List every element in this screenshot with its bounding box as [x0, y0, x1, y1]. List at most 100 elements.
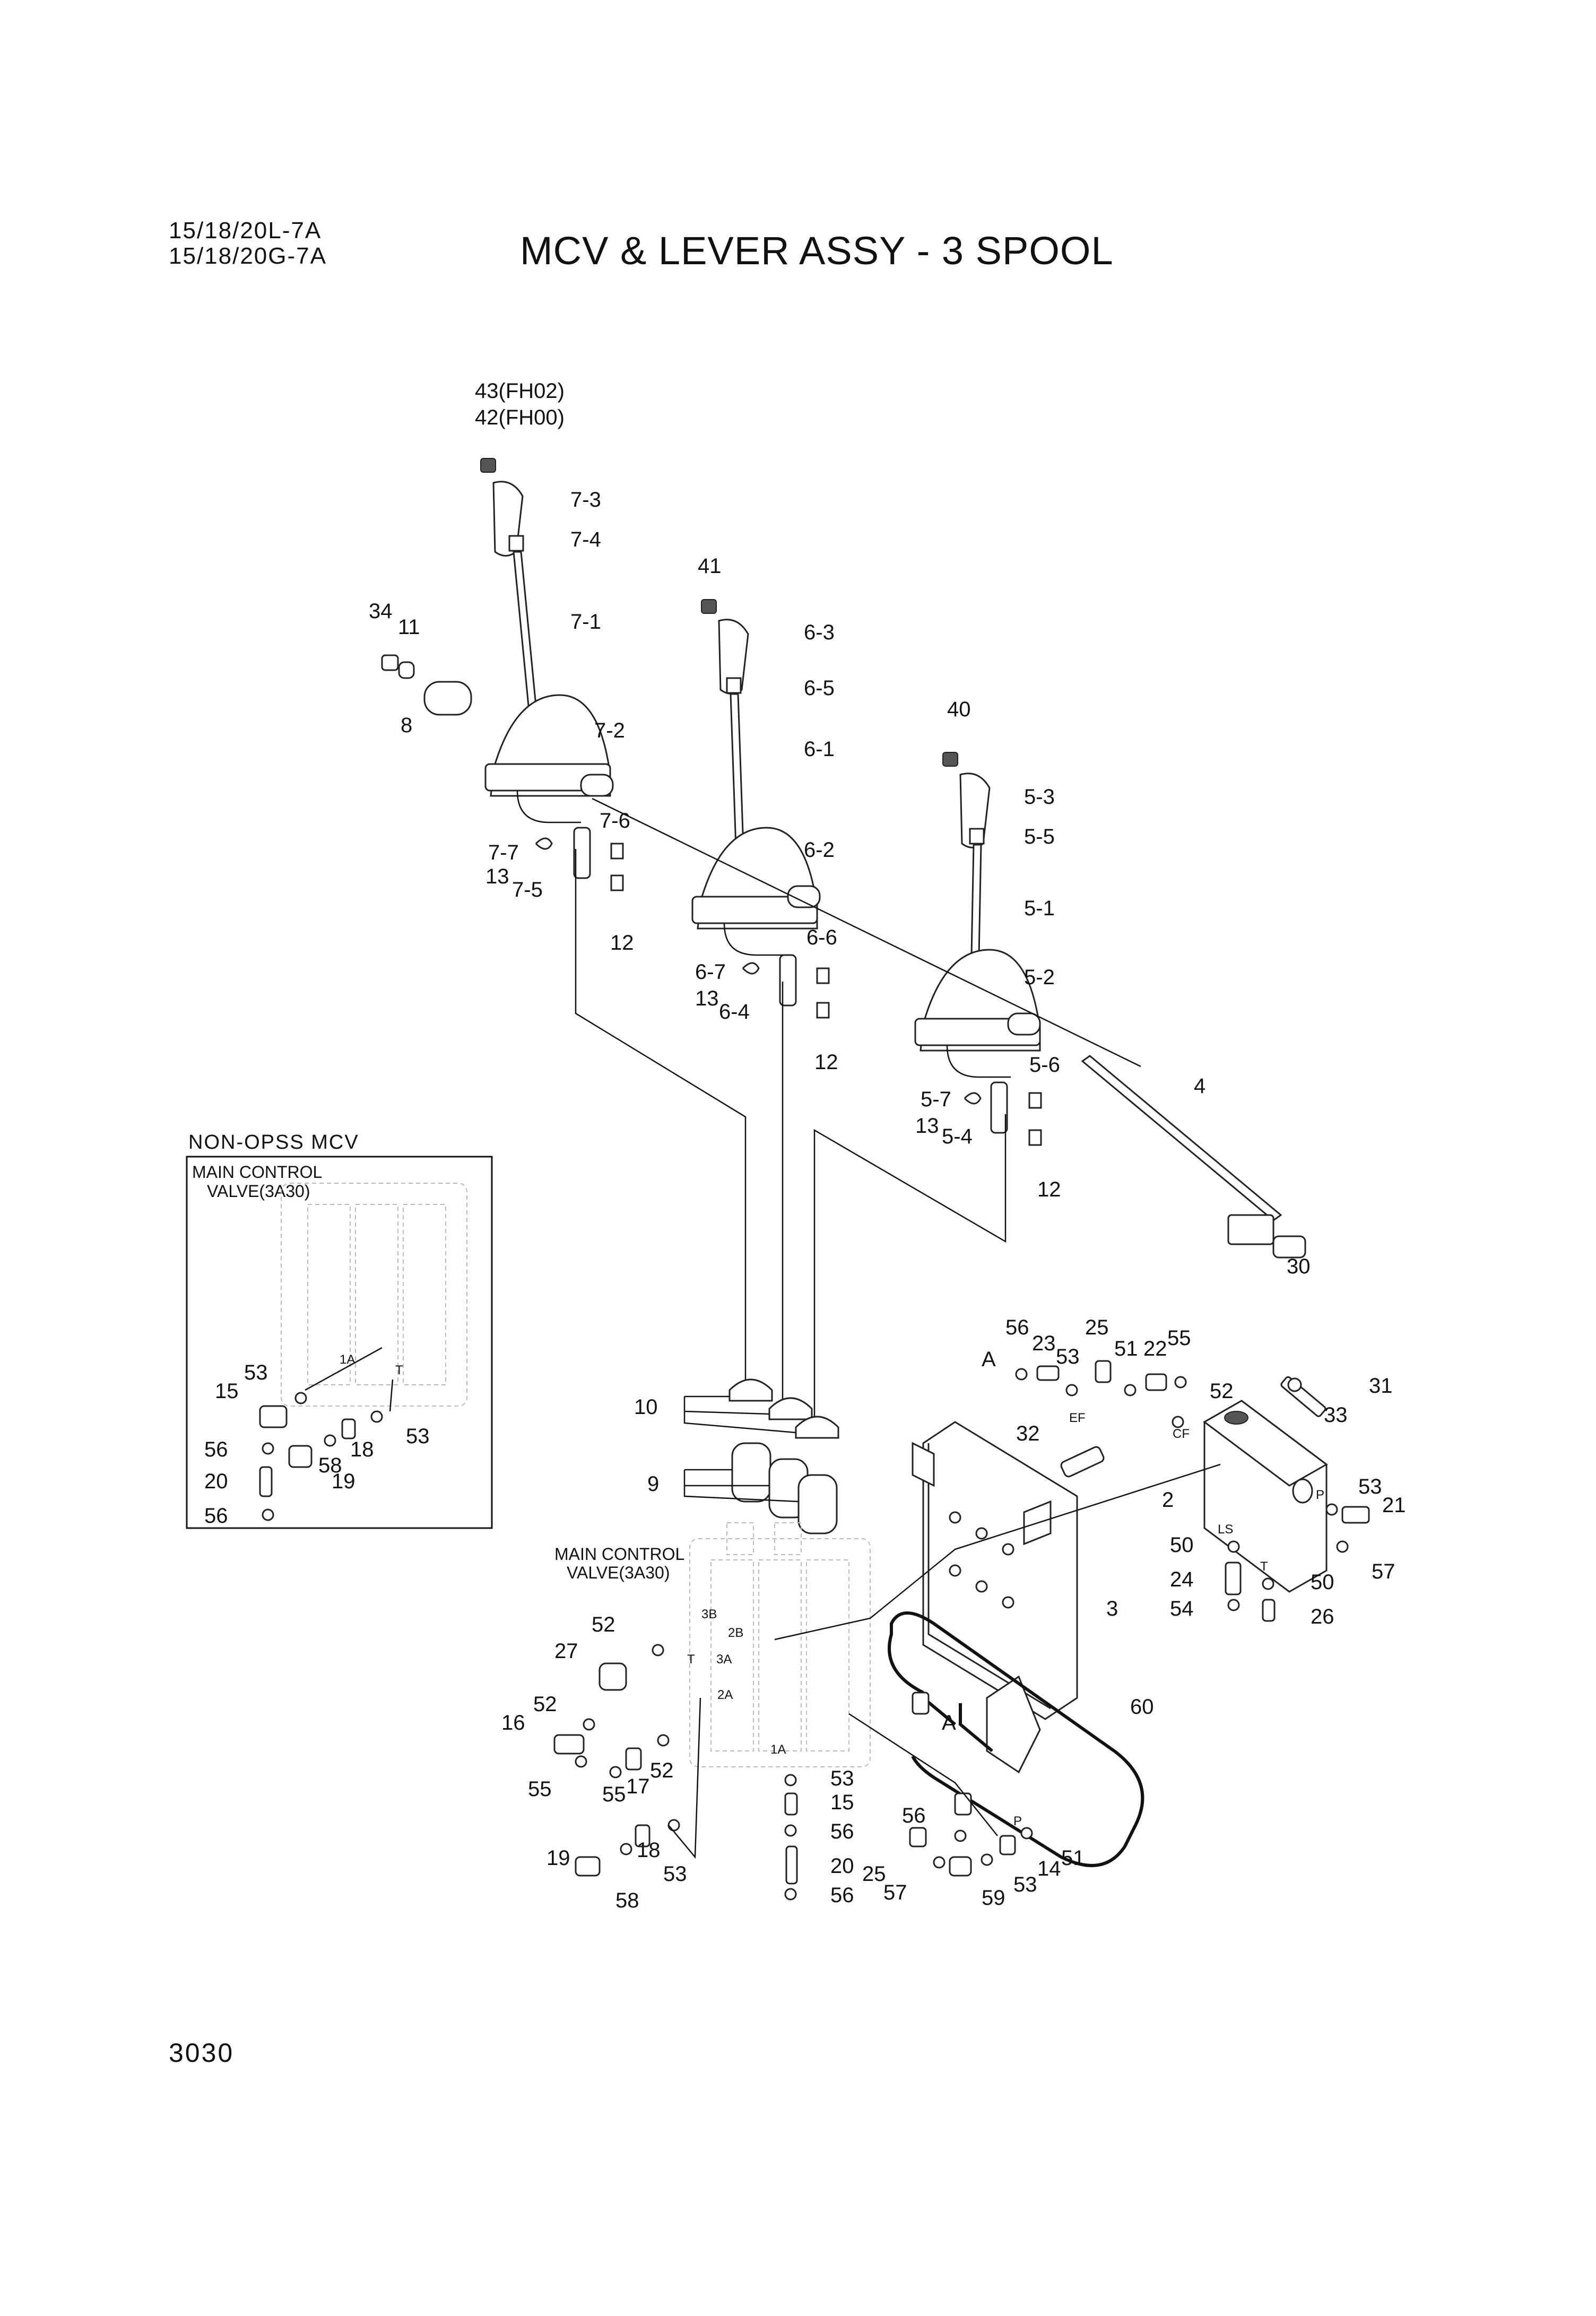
adapter-18	[635, 1824, 650, 1847]
inset-elbow-15	[259, 1405, 288, 1428]
inset-adapter-18	[341, 1418, 356, 1439]
adapter-17	[625, 1747, 642, 1771]
callout-51-b: 51	[1061, 1846, 1085, 1870]
bolt-31	[1280, 1376, 1326, 1417]
oring-57-a	[1336, 1540, 1349, 1553]
main-valve-label-1: MAIN CONTROL	[554, 1545, 684, 1564]
inset-callout-20: 20	[204, 1470, 228, 1493]
lever-joint-5	[1007, 1012, 1041, 1036]
leader-mcv-lower	[668, 1697, 701, 1859]
spool-seals-9	[731, 1442, 838, 1534]
callout-53-b: 53	[1358, 1475, 1382, 1498]
port-1a: 1A	[770, 1742, 786, 1757]
callout-7-3: 7-3	[570, 488, 601, 511]
inset-callout-15: 15	[215, 1380, 239, 1403]
lever-joint-6	[787, 885, 821, 908]
callout-22: 22	[1143, 1337, 1167, 1360]
model-line-1: 15/18/20L-7A	[169, 218, 322, 244]
callout-41: 41	[698, 554, 722, 578]
callout-6-7: 6-7	[695, 960, 726, 984]
tube-assembly-60-branch	[922, 1696, 993, 1753]
callout-53-a: 53	[1056, 1345, 1080, 1368]
callout-23: 23	[1032, 1332, 1056, 1355]
callout-6-3: 6-3	[804, 621, 835, 644]
callout-6-5: 6-5	[804, 676, 835, 700]
callout-13-a: 13	[485, 865, 509, 888]
page-number: 3030	[169, 2038, 235, 2068]
inset-callout-58: 58	[318, 1454, 342, 1477]
callout-32: 32	[1016, 1422, 1040, 1445]
callout-52-b: 52	[592, 1613, 615, 1636]
inset-callout-56-a: 56	[204, 1438, 228, 1461]
callout-5-7: 5-7	[921, 1088, 951, 1111]
oring-51-a	[1124, 1384, 1137, 1396]
callout-56-d: 56	[902, 1804, 926, 1827]
callout-25-b: 25	[862, 1862, 886, 1886]
main-control-valve-3a30	[689, 1522, 871, 1767]
fitting-25-b	[909, 1827, 927, 1847]
plug-27	[598, 1662, 627, 1691]
tube-assembly-60	[888, 1611, 1144, 1867]
oring-55-a	[1174, 1376, 1187, 1389]
main-valve-label-2: VALVE(3A30)	[567, 1563, 670, 1582]
callout-52-a: 52	[1210, 1380, 1234, 1403]
callout-30: 30	[1287, 1255, 1311, 1278]
callout-53-c: 53	[830, 1767, 854, 1790]
bolt-12-c	[1028, 1129, 1042, 1146]
inset-fitting-20	[259, 1466, 273, 1497]
elbow-59	[949, 1856, 972, 1877]
lever-base-6	[691, 896, 818, 924]
inset-callout-18: 18	[350, 1438, 374, 1461]
elbow-21	[1341, 1506, 1370, 1524]
guide-line-lever-5	[813, 1114, 1007, 1422]
callout-7-7: 7-7	[488, 841, 519, 864]
inset-frame	[186, 1156, 493, 1529]
inset-elbow-19	[288, 1445, 313, 1468]
callout-55-c: 55	[602, 1783, 626, 1806]
guide-line-lever-7	[575, 849, 747, 1380]
inset-title: NON-OPSS MCV	[188, 1131, 359, 1153]
callout-21: 21	[1382, 1494, 1406, 1517]
callout-33: 33	[1324, 1403, 1348, 1427]
callout-4: 4	[1194, 1074, 1205, 1098]
inset-callout-53-a: 53	[244, 1361, 268, 1384]
lever-bracket-5-4	[990, 1081, 1008, 1134]
callout-26: 26	[1311, 1605, 1334, 1628]
adapter-14	[999, 1835, 1016, 1855]
tube-fitting-b	[954, 1792, 972, 1816]
oring-53-b	[1325, 1503, 1338, 1516]
pivot-shaft-4	[1081, 1055, 1282, 1221]
lever-linkage-7	[516, 790, 581, 823]
callout-bracket-10	[683, 1395, 796, 1434]
callout-50-b: 50	[1311, 1571, 1334, 1594]
callout-2: 2	[1162, 1488, 1174, 1512]
inset-leader-1	[305, 1347, 383, 1391]
callout-40: 40	[947, 698, 971, 721]
block-port-t: T	[1260, 1559, 1268, 1574]
callout-59: 59	[982, 1886, 1005, 1910]
oring-54	[1227, 1599, 1240, 1611]
callout-5-5: 5-5	[1024, 825, 1055, 848]
callout-12-b: 12	[814, 1051, 838, 1074]
callout-56-c: 56	[830, 1884, 854, 1907]
mcv-fittings	[553, 1644, 1033, 1901]
lever-knob-7-fh-icon	[480, 458, 496, 473]
callout-43: 43(FH02)	[475, 379, 565, 403]
elbow-19	[575, 1856, 601, 1877]
elbow-22	[1145, 1373, 1167, 1391]
fitting-20	[785, 1845, 798, 1885]
callout-14: 14	[1037, 1857, 1061, 1880]
port-t: T	[687, 1652, 695, 1667]
lever-assembly-7	[381, 458, 624, 891]
callout-8: 8	[401, 714, 412, 737]
inset-leader-2	[389, 1379, 394, 1412]
clip-6-7	[742, 962, 760, 975]
fitting-25-a	[1095, 1360, 1112, 1383]
lever-linkage-6	[723, 923, 788, 956]
callout-17: 17	[626, 1775, 650, 1798]
oring-53-a	[1065, 1384, 1078, 1396]
callout-60: 60	[1130, 1695, 1154, 1719]
callout-57-a: 57	[1372, 1560, 1395, 1583]
callout-52-d: 52	[650, 1759, 674, 1782]
check-valve-24	[1225, 1562, 1242, 1595]
